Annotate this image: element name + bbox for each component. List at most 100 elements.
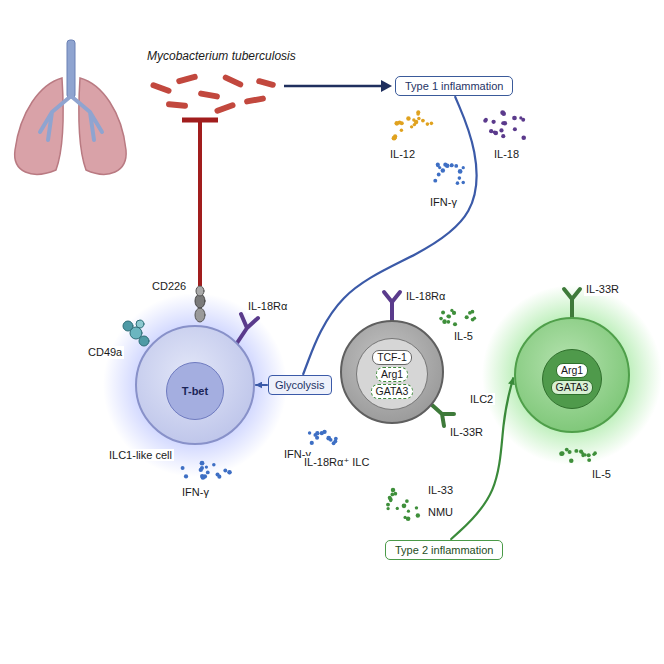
- cytokine-dot: [450, 164, 454, 168]
- cytokine-dot: [405, 499, 409, 503]
- cytokine-dot: [560, 451, 565, 456]
- cytokine-dot: [334, 437, 338, 441]
- cytokine-dot: [453, 322, 457, 326]
- cytokine-dot: [439, 317, 443, 321]
- cytokine-dot: [228, 471, 231, 474]
- bacteria: [150, 73, 277, 114]
- process-box: Type 1 inflammation: [395, 76, 513, 96]
- molecule-label: IFN-γ: [428, 196, 459, 209]
- cytokine-dot: [410, 125, 413, 128]
- cytokine-dot: [206, 471, 210, 475]
- molecule-label: IL-18: [492, 148, 521, 161]
- cytokine-dot: [447, 320, 451, 324]
- cytokine-dot: [200, 474, 204, 478]
- cytokine-dot: [443, 163, 447, 167]
- cytokine-dot: [470, 310, 474, 314]
- cytokine-dot: [494, 131, 499, 136]
- cytokine-dot: [456, 181, 460, 185]
- cytokine-dot: [407, 510, 410, 513]
- process-label: Glycolysis: [275, 378, 325, 392]
- cytokine-dot: [223, 469, 227, 473]
- cytokine-dot: [200, 461, 205, 466]
- molecule-label: IL-33R: [584, 283, 621, 296]
- cytokine-dot: [416, 513, 420, 517]
- molecule-label: IL-5: [590, 468, 613, 481]
- cytokine-dot: [502, 112, 506, 116]
- cell-circle: IL-18Rα⁺ ILCTCF-1Arg1GATA3: [340, 320, 444, 424]
- cytokine-dot: [500, 110, 505, 115]
- cytokine-dot: [450, 163, 454, 167]
- cytokine-dot: [587, 453, 591, 457]
- il33r-receptor: [564, 289, 580, 318]
- cd226-receptor: [195, 286, 205, 322]
- cytokine-dot: [521, 136, 526, 141]
- cytokine-dot: [322, 430, 326, 434]
- cytokine-dot: [430, 122, 434, 126]
- cytokine-dot: [386, 503, 390, 507]
- process-label: Type 1 inflammation: [405, 79, 503, 93]
- cytokine-dot: [491, 120, 495, 124]
- process-label: Type 2 inflammation: [395, 543, 493, 557]
- organism-name: Mycobacterium tuberculosis: [145, 50, 298, 63]
- cytokine-dot: [393, 136, 397, 140]
- cytokine-dot: [569, 458, 574, 463]
- cytokine-dot: [441, 168, 445, 172]
- transcription-factor: GATA3: [371, 384, 414, 399]
- cytokine-dot: [446, 315, 449, 318]
- cytokine-dot: [406, 116, 410, 120]
- cytokine-dot: [501, 121, 505, 125]
- cytokine-dot: [389, 499, 392, 502]
- cytokine-dot: [421, 119, 425, 123]
- molecule-label: IL-18Rα: [246, 300, 289, 313]
- cytokine-dot: [593, 451, 597, 455]
- molecule-label: CD49a: [86, 346, 124, 359]
- cell-circle: ILC1-like cellT-bet: [135, 325, 255, 445]
- cytokine-dot: [310, 441, 314, 445]
- cytokine-dot: [414, 120, 418, 124]
- cytokine-dot: [458, 176, 462, 180]
- molecule-label: IL-33R: [448, 426, 485, 439]
- cytokine-dot: [519, 116, 522, 119]
- cytokine-dot: [329, 438, 333, 442]
- cytokine-dot: [462, 181, 465, 184]
- cytokine-dot: [315, 436, 319, 440]
- cytokine-dot: [426, 122, 430, 126]
- process-box: Type 2 inflammation: [385, 540, 503, 560]
- cytokine-dot: [390, 493, 394, 497]
- transcription-factor: TCF-1: [372, 350, 412, 365]
- molecule-label: IL-12: [388, 148, 417, 161]
- transcription-factor: T-bet: [182, 385, 208, 398]
- cytokine-dot: [402, 503, 407, 508]
- cytokine-dot: [227, 470, 232, 475]
- il18r-receptor: [384, 292, 400, 321]
- cytokine-dot: [499, 128, 503, 132]
- cytokine-dot: [199, 468, 203, 472]
- transcription-factor: Arg1: [376, 367, 408, 382]
- molecule-label: CD226: [150, 280, 188, 293]
- cd49a-receptor: [123, 320, 149, 346]
- inhibition-line: [182, 120, 218, 286]
- cytokine-dot: [483, 119, 487, 123]
- cytokine-dot: [392, 136, 397, 141]
- cytokine-dot: [391, 488, 396, 493]
- cytokine-dot: [559, 451, 564, 456]
- cell-name: ILC2: [468, 393, 495, 405]
- cytokine-dot: [184, 474, 188, 478]
- cytokine-dot: [433, 179, 437, 183]
- cytokine-dot: [450, 309, 453, 312]
- process-box: Glycolysis: [268, 375, 332, 395]
- molecule-label: IL-18Rα: [404, 290, 447, 303]
- pathway-arrow: [451, 378, 513, 539]
- il33r-receptor: [432, 405, 454, 426]
- lungs: [15, 40, 126, 174]
- cytokine-dot: [181, 466, 185, 470]
- cytokine-dot: [400, 128, 403, 131]
- cytokine-dot: [216, 473, 220, 477]
- molecule-label: IFN-γ: [180, 486, 211, 499]
- cell-glow: [103, 293, 287, 477]
- cell-nucleus: Arg1GATA3: [542, 349, 602, 409]
- transcription-factor: GATA3: [551, 380, 594, 395]
- cytokine-dot: [465, 315, 469, 319]
- cell-name: ILC1-like cell: [107, 449, 174, 461]
- cytokine-dot: [574, 449, 578, 453]
